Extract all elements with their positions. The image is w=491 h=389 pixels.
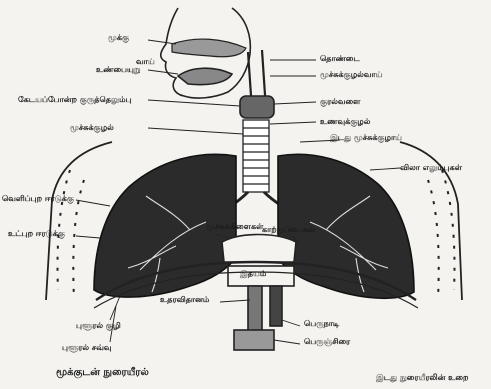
label-alveoli: காற்றுப்பைகள் [262, 226, 315, 234]
label-larynx: குரல்வளை [320, 98, 360, 106]
label-trachea: மூச்சுக்குழல் [70, 124, 114, 132]
label-diaphragm-center: உதரவிதானம் [160, 296, 209, 304]
label-heart: இதயம் [240, 270, 266, 278]
label-thyroid-cartilage: கேடயப்போன்ற குருத்தெலும்பு [18, 96, 132, 104]
label-tongue: உண்பையுறு [96, 66, 141, 74]
label-oesophagus: உணவுக்குழல் [320, 118, 370, 126]
label-nose: மூக்கு [108, 34, 129, 42]
label-pleura-outer: வெளிப்புற ஈரடுக்கு [2, 195, 74, 203]
label-mouth: வாய் [136, 58, 155, 66]
label-vena-cava: பெருஞ்சிரை [304, 338, 350, 346]
label-ribs: விலா எலும்புகள் [400, 164, 462, 172]
label-pleural-cavity: புளூரல் குழி [76, 322, 121, 330]
heart-shape [222, 235, 296, 263]
nasal-cavity [172, 39, 246, 57]
label-nasal-passage: மூச்சுக்குழல்வாய் [320, 71, 382, 79]
ribs-right [428, 170, 455, 300]
label-bronchioles: மூச்சுக்கிளைகள் [206, 223, 263, 231]
aorta [270, 286, 282, 326]
label-aorta: பெருநாடி [304, 320, 339, 328]
trachea-rings [243, 120, 269, 192]
label-lung-inner: உட்புற ஈரடுக்கு [8, 230, 65, 238]
vena-cava [234, 330, 274, 350]
larynx-block [240, 96, 274, 118]
caption-left: மூக்குடன் நுரையீரல் [56, 368, 149, 378]
tongue-shape [178, 68, 232, 84]
label-left-bronchus: இடது மூச்சுக்குழாய் [330, 134, 402, 142]
label-pharynx: தொண்டை [320, 55, 360, 63]
caption-right: இடது நுரையீரலின் உறை [376, 374, 468, 382]
label-pleural-membrane: புளூரல் சவ்வு [62, 344, 112, 352]
